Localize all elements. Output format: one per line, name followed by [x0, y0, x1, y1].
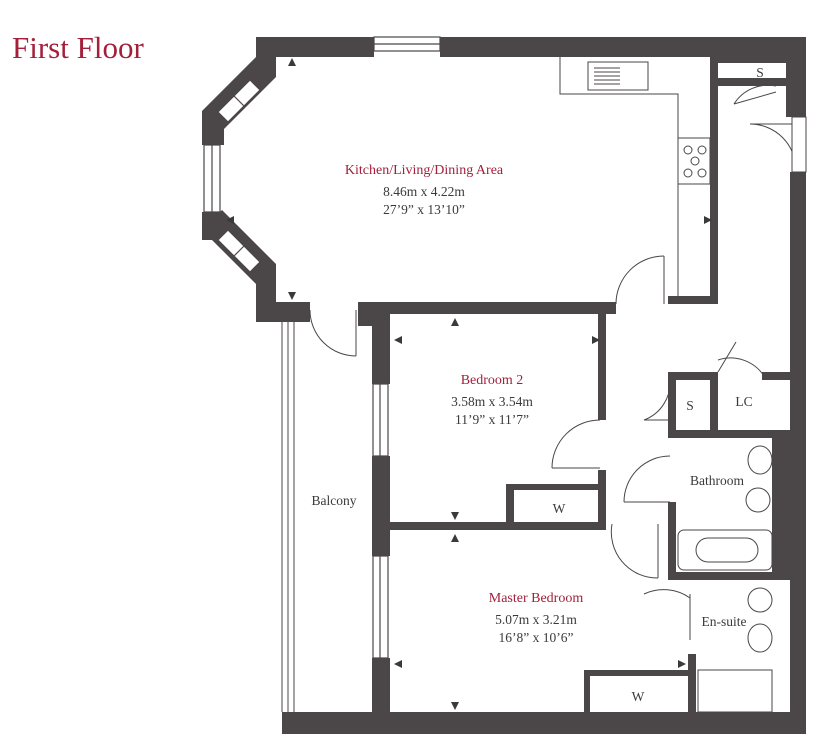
- dimension-markers: [226, 58, 712, 710]
- master-imperial: 16’8” x 10’6”: [499, 630, 574, 645]
- bedroom2-imperial: 11’9” x 11’7”: [455, 412, 529, 427]
- balcony-name: Balcony: [312, 493, 357, 508]
- wardrobe-master-label: W: [632, 689, 645, 704]
- cupboard-mid-label: S: [686, 398, 694, 413]
- master-metric: 5.07m x 3.21m: [495, 612, 577, 627]
- master-name: Master Bedroom: [489, 591, 584, 606]
- bathroom-fixtures: [677, 445, 773, 713]
- bedroom2-metric: 3.58m x 3.54m: [451, 394, 533, 409]
- doors: [309, 84, 807, 640]
- bedroom2-name: Bedroom 2: [461, 373, 524, 388]
- kitchen-metric: 8.46m x 4.22m: [383, 184, 465, 199]
- linen-cupboard-label: LC: [735, 394, 752, 409]
- room-labels: Kitchen/Living/Dining Area 8.46m x 4.22m…: [312, 65, 764, 704]
- balcony-frame: [281, 322, 295, 712]
- ensuite-name: En-suite: [702, 614, 747, 629]
- kitchen-imperial: 27’9” x 13’10”: [383, 202, 465, 217]
- windows: [203, 36, 441, 659]
- floor-title: First Floor: [12, 30, 144, 65]
- wardrobe-bed2-label: W: [553, 501, 566, 516]
- bathroom-name: Bathroom: [690, 473, 744, 488]
- kitchen-fittings: [559, 57, 711, 296]
- cupboard-top-label: S: [756, 65, 764, 80]
- kitchen-name: Kitchen/Living/Dining Area: [345, 163, 504, 178]
